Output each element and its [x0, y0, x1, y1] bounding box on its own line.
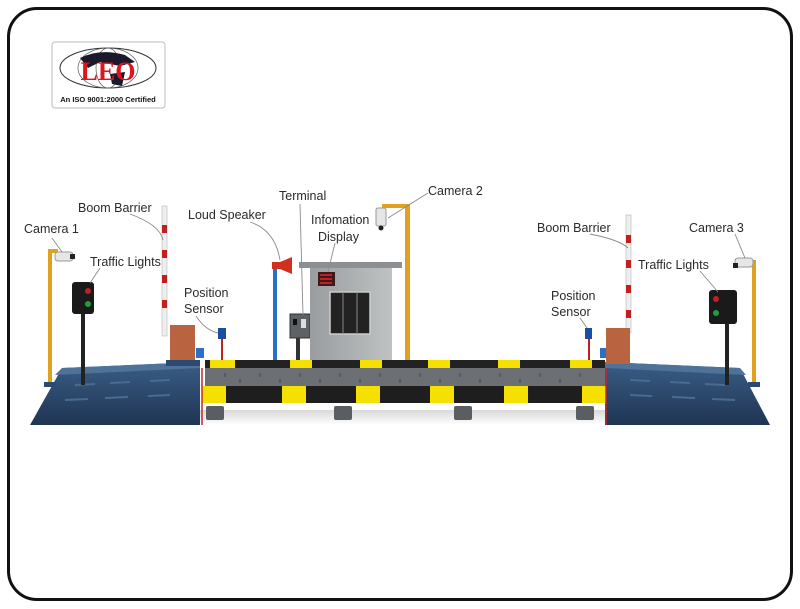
traffic-lights-left [72, 282, 94, 385]
weighbridge-platform [201, 360, 607, 425]
label-loud-speaker: Loud Speaker [188, 208, 266, 222]
operator-booth [299, 262, 402, 360]
left-ramp [30, 362, 200, 425]
right-ramp [605, 362, 770, 425]
image-frame [7, 7, 793, 601]
load-cells [206, 406, 594, 420]
loud-speaker [272, 257, 292, 360]
label-information-display-1: Infomation [311, 213, 369, 227]
label-boom-barrier-left: Boom Barrier [78, 201, 152, 215]
logo-brand: LEO [81, 57, 136, 86]
label-position-sensor-left-1: Position [184, 286, 229, 300]
label-traffic-lights-left: Traffic Lights [90, 255, 161, 269]
label-traffic-lights-right: Traffic Lights [638, 258, 709, 272]
label-position-sensor-left-2: Sensor [184, 302, 224, 316]
terminal [289, 313, 311, 360]
logo-tagline: An ISO 9001:2000 Certified [60, 95, 156, 104]
camera-1 [44, 249, 75, 387]
label-boom-barrier-right: Boom Barrier [537, 221, 611, 235]
boom-barrier-left [161, 205, 200, 366]
label-position-sensor-right-1: Position [551, 289, 596, 303]
boom-barrier-right [606, 214, 632, 364]
label-information-display-2: Display [318, 230, 360, 244]
leo-logo: LEO An ISO 9001:2000 Certified [51, 41, 166, 109]
label-terminal: Terminal [279, 189, 326, 203]
label-camera-2: Camera 2 [428, 184, 483, 198]
label-position-sensor-right-2: Sensor [551, 305, 591, 319]
camera-2 [375, 204, 410, 360]
label-camera-1: Camera 1 [24, 222, 79, 236]
position-sensor-left [196, 328, 226, 360]
traffic-lights-right [709, 290, 737, 385]
leader-lines [51, 192, 746, 334]
camera-3 [733, 257, 760, 387]
position-sensor-right [585, 328, 607, 360]
label-camera-3: Camera 3 [689, 221, 744, 235]
